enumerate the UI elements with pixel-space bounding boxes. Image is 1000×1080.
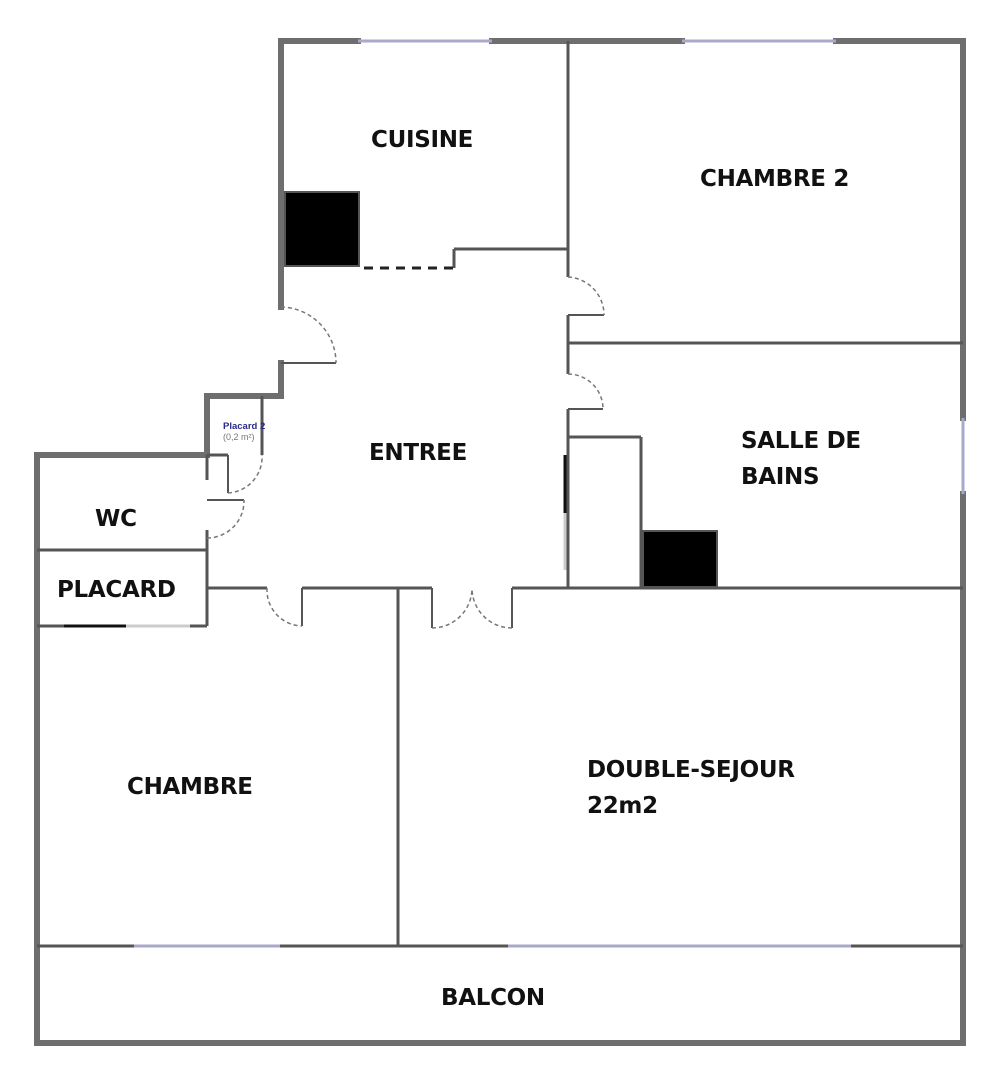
door-salle-de-bains <box>567 373 604 410</box>
room-label-double-sejour-area: 22m2 <box>587 793 658 819</box>
room-label-salle-de-bains: SALLE DE BAINS <box>741 423 861 495</box>
duct-salle-de-bains <box>642 530 718 588</box>
door-chambre2 <box>567 276 605 316</box>
room-label-balcon: BALCON <box>441 985 545 1011</box>
room-label-placard: PLACARD <box>57 577 176 603</box>
room-label-wc: WC <box>95 506 137 532</box>
room-label-chambre2: CHAMBRE 2 <box>700 166 850 192</box>
room-label-entree: ENTREE <box>369 440 467 466</box>
door-double-sejour <box>431 587 513 629</box>
windows <box>134 39 965 948</box>
room-label-double-sejour: DOUBLE-SEJOUR 22m2 <box>587 752 795 824</box>
doors <box>206 276 605 629</box>
placard2-name: Placard 2 <box>223 421 266 432</box>
room-label-cuisine: CUISINE <box>371 127 474 153</box>
door-wc <box>206 499 245 539</box>
room-label-placard2: Placard 2 (0,2 m²) <box>223 421 265 443</box>
room-label-double-sejour-line1: DOUBLE-SEJOUR <box>587 757 795 783</box>
room-label-chambre: CHAMBRE <box>127 774 253 800</box>
duct-cuisine <box>284 191 360 267</box>
door-placard2 <box>227 454 263 494</box>
room-label-salle-de-bains-line2: BAINS <box>741 464 820 490</box>
inner-walls <box>37 41 963 948</box>
room-label-salle-de-bains-line1: SALLE DE <box>741 428 861 454</box>
door-entree <box>280 306 337 364</box>
placard2-area: (0,2 m²) <box>223 432 255 442</box>
door-chambre <box>266 587 303 627</box>
outer-walls <box>34 38 966 1046</box>
